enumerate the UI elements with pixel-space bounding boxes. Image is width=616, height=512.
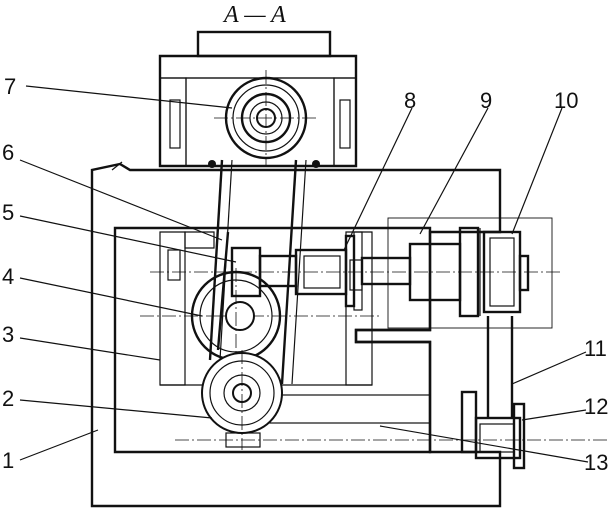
belt-11	[486, 316, 514, 418]
main-frame	[90, 161, 502, 508]
label-4: 4	[2, 264, 14, 289]
label-2: 2	[2, 386, 14, 411]
label-12: 12	[584, 394, 608, 419]
label-7: 7	[4, 74, 16, 99]
label-9: 9	[480, 88, 492, 113]
label-1: 1	[2, 448, 14, 473]
roller-2	[201, 350, 283, 450]
bolt-right	[312, 160, 320, 168]
label-6: 6	[2, 140, 14, 165]
section-title: A — A	[222, 2, 286, 28]
wheel-4	[190, 268, 282, 364]
bolt-left	[208, 160, 216, 168]
leader-lines	[19, 85, 589, 463]
label-5: 5	[2, 200, 14, 225]
label-8: 8	[404, 88, 416, 113]
label-13: 13	[584, 450, 608, 475]
label-10: 10	[554, 88, 578, 113]
label-11: 11	[584, 336, 607, 361]
vertical-belt	[208, 159, 307, 385]
pulley-10	[458, 226, 530, 318]
pulley-12	[460, 390, 526, 470]
detail-box	[387, 217, 553, 329]
top-housing	[158, 30, 358, 168]
upper-pulley	[214, 70, 318, 166]
shaft-8	[294, 231, 412, 311]
top-cover-plate	[196, 30, 332, 58]
label-3: 3	[2, 322, 14, 347]
